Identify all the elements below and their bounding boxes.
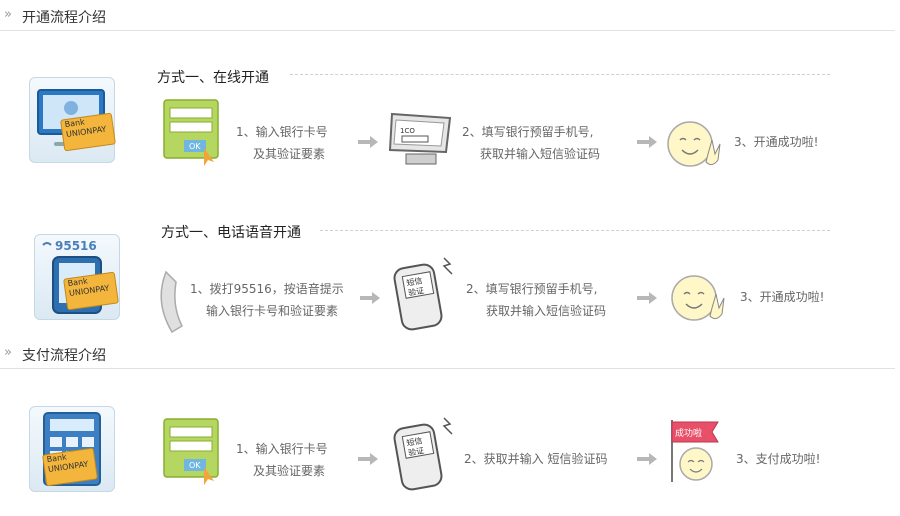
- computer-screen-icon: 1CO: [388, 112, 452, 165]
- smiley-peace-icon: [667, 121, 721, 167]
- section-title: 支付流程介绍: [22, 348, 106, 364]
- sms-label-1: 短信: [406, 275, 423, 288]
- form-ok-icon: OK: [163, 418, 219, 485]
- sms-label-2: 验证: [407, 445, 424, 458]
- screen-label: 1CO: [400, 127, 415, 135]
- arrow-right-icon: [360, 292, 380, 304]
- section-header-open: » 开通流程介绍: [0, 4, 895, 31]
- ok-label: OK: [189, 142, 201, 151]
- phone-step1-line2: 输入银行卡号和验证要素: [206, 304, 339, 318]
- online-step1-line2: 及其验证要素: [253, 147, 326, 161]
- phone-step3: 3、开通成功啦!: [740, 290, 825, 304]
- smiley-flag-icon: 成功啦: [671, 420, 719, 482]
- arrow-right-icon: [637, 292, 657, 304]
- monitor-icon: [37, 89, 105, 146]
- dashed-divider: [290, 74, 830, 75]
- double-chevron-icon: »: [4, 345, 12, 360]
- phone-step1-line1: 1、拨打95516，按语音提示: [190, 282, 344, 296]
- arrow-right-icon: [637, 453, 657, 465]
- sms-phone-icon: 短信 验证: [393, 417, 453, 491]
- smiley-peace-icon: [671, 275, 725, 321]
- phone-number-label: 95516: [55, 239, 97, 253]
- ok-label: OK: [189, 461, 201, 470]
- phone-step2-line1: 2、填写银行预留手机号,: [466, 282, 598, 296]
- online-step2-line2: 获取并输入短信验证码: [480, 147, 601, 161]
- sms-label-2: 验证: [407, 285, 424, 298]
- double-chevron-icon: »: [4, 7, 12, 22]
- form-ok-icon: OK: [163, 99, 219, 166]
- phone-tile-icon: 95516 Bank UNIONPAY: [34, 234, 120, 320]
- pay-step1-line2: 及其验证要素: [253, 464, 326, 478]
- sms-phone-icon: 短信 验证: [393, 257, 453, 331]
- pay-step2: 2、获取并输入 短信验证码: [464, 452, 608, 466]
- section-header-pay: » 支付流程介绍: [0, 342, 895, 369]
- arrow-right-icon: [358, 136, 378, 148]
- method-title-phone: 方式一、电话语音开通: [161, 225, 301, 241]
- keypad-tile-icon: Bank UNIONPAY: [29, 406, 115, 492]
- pay-step1-line1: 1、输入银行卡号: [236, 442, 328, 456]
- flag-label: 成功啦: [675, 427, 702, 439]
- online-step2-line1: 2、填写银行预留手机号,: [462, 125, 594, 139]
- phone-step2-line2: 获取并输入短信验证码: [486, 304, 607, 318]
- method-title-online: 方式一、在线开通: [157, 70, 269, 86]
- pay-step3: 3、支付成功啦!: [736, 452, 821, 466]
- online-step1-line1: 1、输入银行卡号: [236, 125, 328, 139]
- telephone-handset-icon: [160, 270, 183, 334]
- arrow-right-icon: [637, 136, 657, 148]
- arrow-right-icon: [358, 453, 378, 465]
- online-banking-tile-icon: Bank UNIONPAY: [29, 77, 116, 163]
- sms-label-1: 短信: [406, 435, 423, 448]
- dashed-divider: [320, 230, 830, 231]
- section-title: 开通流程介绍: [22, 10, 106, 26]
- online-step3: 3、开通成功啦!: [734, 135, 819, 149]
